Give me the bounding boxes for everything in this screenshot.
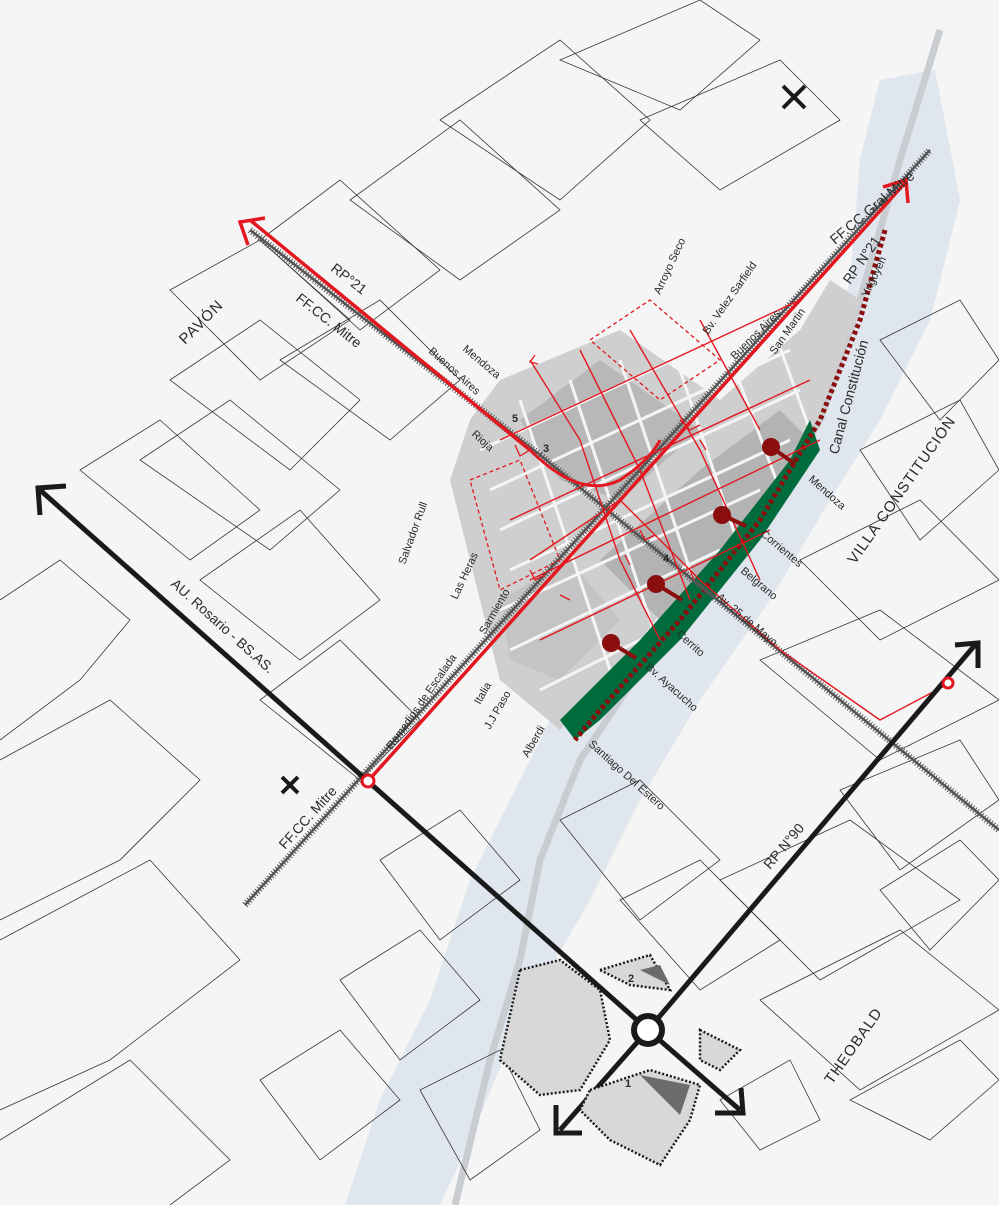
marker-5: 5: [512, 413, 518, 425]
arrow-icon: [35, 483, 981, 1136]
arrow-icon: [514, 354, 707, 601]
canal-edge: [573, 229, 888, 742]
marker-4: 4: [663, 553, 670, 565]
green-park: [560, 420, 820, 740]
cross-icon: [280, 84, 807, 795]
rp21-curve: [528, 439, 662, 488]
label-rp90: RP N°90: [760, 820, 807, 872]
label-ffcc-nw: FF.CC. Mitre: [293, 290, 365, 351]
sector-shade: [640, 1075, 690, 1115]
rp21-road: [248, 181, 907, 783]
highway-au: [38, 488, 977, 1132]
label-theobald: THEOBALD: [821, 1005, 886, 1088]
node-marker-icon: [941, 676, 955, 690]
node-marker-icon: [360, 773, 376, 789]
marker-3: 3: [543, 443, 549, 455]
arrow-icon: [237, 177, 910, 246]
label-arroyo: Arroyo Seco: [652, 236, 688, 296]
label-rull: Salvador Rull: [397, 500, 431, 566]
roundabout-icon: [631, 1013, 665, 1047]
sector-shade: [640, 965, 670, 985]
railway: [242, 147, 999, 908]
marker-1: 1: [625, 1078, 631, 1090]
label-remedios: Remedios de Escalada: [385, 651, 460, 751]
pin-markers: [602, 438, 797, 660]
label-ffcc-sw: FF.CC. Mitre: [275, 783, 340, 852]
label-rp21-nw: RP°21: [328, 260, 370, 298]
label-pavon: PAVÓN: [176, 297, 227, 348]
study-zones: [469, 299, 722, 591]
marker-2: 2: [628, 973, 634, 985]
label-au: AU. Rosario - BS.AS.: [168, 575, 278, 676]
label-italia: Italia: [472, 680, 494, 707]
